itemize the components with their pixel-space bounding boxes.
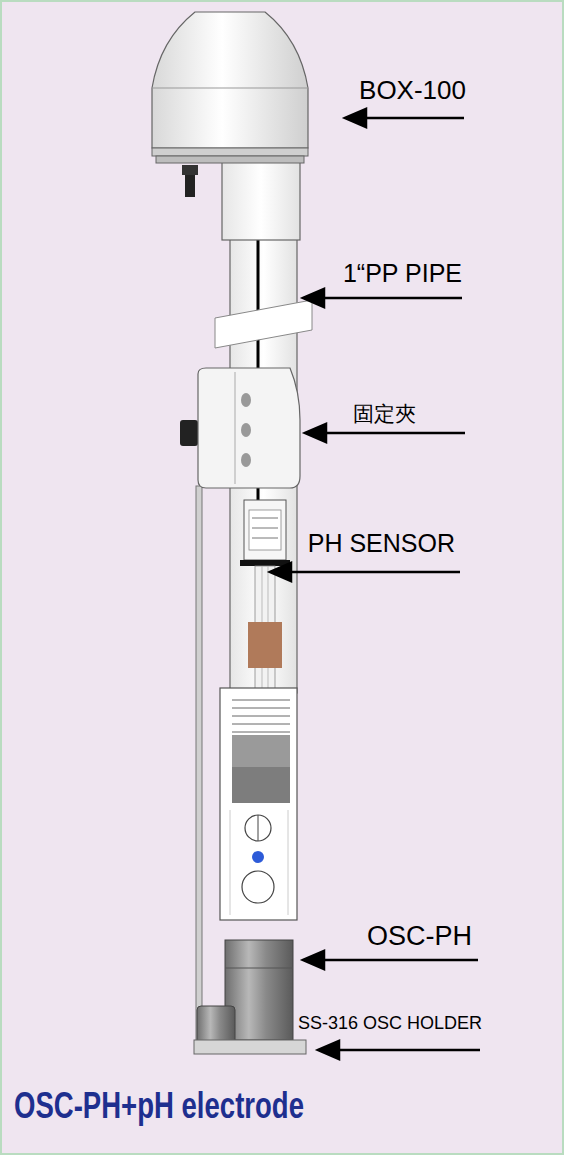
- box-label: BOX-100: [359, 76, 466, 105]
- housing-line: [230, 810, 231, 915]
- leader-arrows: [270, 109, 480, 1059]
- sensor-tag: [249, 510, 281, 550]
- sensor-ring: [240, 560, 290, 566]
- tag-line: [252, 518, 278, 519]
- holder-clamp: [197, 1006, 235, 1044]
- sensor-band: [248, 622, 282, 668]
- holder-rod: [196, 486, 202, 1046]
- box-band: [156, 156, 304, 163]
- sensor-label: PH SENSOR: [308, 530, 455, 558]
- glass-bulb: [252, 851, 264, 863]
- holder-label: SS-316 OSC HOLDER: [298, 1014, 482, 1034]
- clamp-knob: [180, 420, 198, 446]
- clamp-line: [235, 372, 236, 484]
- gland-nut: [182, 165, 198, 175]
- osc-label: OSC-PH: [367, 922, 472, 952]
- holder-block: [232, 735, 290, 767]
- clamp-bump: [241, 453, 251, 467]
- window-line: [258, 815, 259, 841]
- housing-line: [288, 810, 289, 915]
- tag-line: [252, 538, 278, 539]
- ss316-holder: [194, 1040, 306, 1054]
- osc-line: [225, 968, 293, 969]
- osc-housing: [220, 688, 297, 920]
- pipe-label: 1“PP PIPE: [343, 260, 462, 288]
- caption: OSC-PH+pH electrode: [14, 1086, 304, 1126]
- window: [245, 815, 271, 841]
- holder-block: [232, 767, 290, 803]
- sensor-cap: [244, 500, 286, 560]
- clamp: [198, 368, 300, 488]
- dome-line: [152, 88, 308, 89]
- clamp-label: 固定夾: [353, 402, 416, 425]
- tag-line: [252, 528, 278, 529]
- clamp-bump: [241, 393, 251, 407]
- cable-gland: [185, 175, 195, 197]
- box-dome: [152, 12, 308, 148]
- box-neck: [222, 160, 300, 240]
- box-band: [152, 148, 308, 156]
- window: [242, 871, 274, 903]
- clamp-bump: [241, 423, 251, 437]
- pipe-break: [215, 300, 312, 348]
